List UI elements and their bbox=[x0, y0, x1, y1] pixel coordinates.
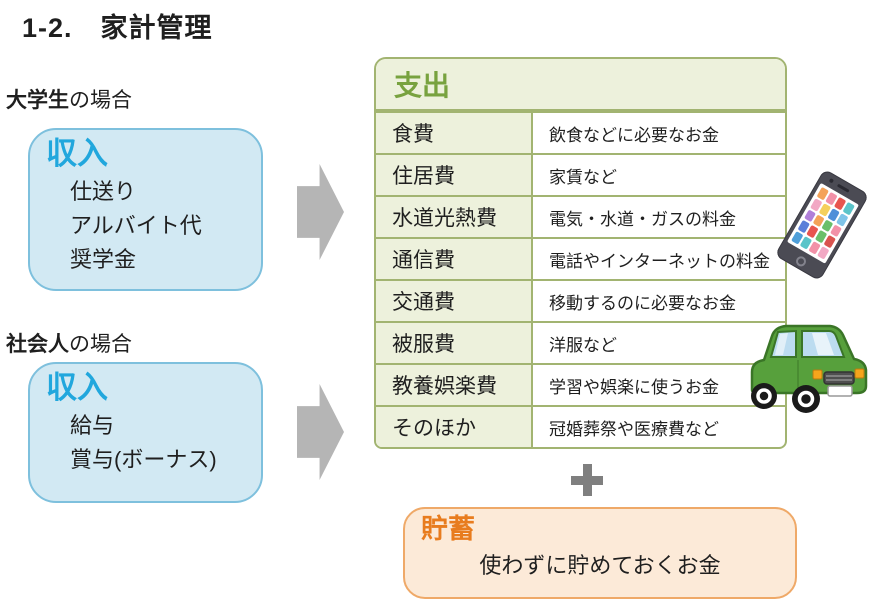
expense-category: 交通費 bbox=[376, 281, 533, 321]
phone-app-grid bbox=[786, 182, 860, 264]
table-row: 被服費 洋服など bbox=[376, 321, 785, 363]
table-row: 教養娯楽費 学習や娯楽に使うお金 bbox=[376, 363, 785, 405]
case-label-student-rest: の場合 bbox=[69, 89, 132, 112]
case-label-student-bold: 大学生 bbox=[6, 89, 69, 112]
expense-description: 家賃など bbox=[549, 167, 617, 187]
smartphone-icon bbox=[774, 168, 870, 282]
expense-description: 冠婚葬祭や医療費など bbox=[549, 419, 719, 439]
income-item: アルバイト代 bbox=[70, 212, 202, 238]
expense-table: 支出 食費 飲食などに必要なお金 住居費 家賃など 水道光熱費 電気・水道・ガス… bbox=[374, 57, 787, 449]
expense-category: 教養娯楽費 bbox=[376, 365, 533, 405]
case-label-worker-rest: の場合 bbox=[69, 333, 132, 356]
expense-category: 水道光熱費 bbox=[376, 197, 533, 237]
expense-description: 電話やインターネットの料金 bbox=[549, 251, 770, 271]
plus-icon bbox=[571, 464, 603, 496]
expense-description: 移動するのに必要なお金 bbox=[549, 293, 736, 313]
table-row: 水道光熱費 電気・水道・ガスの料金 bbox=[376, 195, 785, 237]
expense-category: 住居費 bbox=[376, 155, 533, 195]
table-row: 交通費 移動するのに必要なお金 bbox=[376, 279, 785, 321]
phone-home-button bbox=[794, 254, 808, 269]
expense-description: 電気・水道・ガスの料金 bbox=[549, 209, 736, 229]
car-icon bbox=[750, 324, 868, 413]
right-arrow-icon bbox=[297, 384, 344, 480]
income-item: 仕送り bbox=[70, 178, 137, 204]
case-label-worker: 社会人の場合 bbox=[6, 328, 132, 358]
expense-category: 通信費 bbox=[376, 239, 533, 279]
table-row: 通信費 電話やインターネットの料金 bbox=[376, 237, 785, 279]
table-row: そのほか 冠婚葬祭や医療費など bbox=[376, 405, 785, 447]
income-box-student: 収入 仕送り アルバイト代 奨学金 bbox=[28, 128, 263, 291]
page-title: 1-2. 家計管理 bbox=[22, 13, 213, 43]
table-row: 食費 飲食などに必要なお金 bbox=[376, 111, 785, 153]
savings-box-title: 貯蓄 bbox=[421, 514, 475, 544]
income-item: 奨学金 bbox=[70, 246, 137, 272]
right-arrow-icon bbox=[297, 164, 344, 260]
savings-box-description: 使わずに貯めておくお金 bbox=[479, 553, 721, 579]
income-box-student-items: 仕送り アルバイト代 奨学金 bbox=[30, 175, 261, 277]
expense-description: 飲食などに必要なお金 bbox=[549, 125, 719, 145]
phone-speaker bbox=[836, 183, 850, 193]
phone-camera-dot bbox=[828, 178, 835, 184]
expense-table-header: 支出 bbox=[376, 59, 785, 111]
income-item: 給与 bbox=[70, 412, 115, 438]
income-box-worker: 収入 給与 賞与(ボーナス) bbox=[28, 362, 263, 503]
case-label-student: 大学生の場合 bbox=[6, 84, 132, 114]
expense-category: そのほか bbox=[376, 407, 533, 447]
income-box-worker-title: 収入 bbox=[46, 370, 108, 405]
expense-description: 学習や娯楽に使うお金 bbox=[549, 377, 719, 397]
income-item: 賞与(ボーナス) bbox=[70, 446, 217, 472]
income-box-worker-items: 給与 賞与(ボーナス) bbox=[30, 409, 261, 477]
table-row: 住居費 家賃など bbox=[376, 153, 785, 195]
savings-box: 貯蓄 使わずに貯めておくお金 bbox=[403, 507, 797, 599]
expense-description: 洋服など bbox=[549, 335, 617, 355]
expense-category: 被服費 bbox=[376, 323, 533, 363]
case-label-worker-bold: 社会人 bbox=[6, 333, 69, 356]
expense-category: 食費 bbox=[376, 113, 533, 153]
income-box-student-title: 収入 bbox=[46, 136, 108, 171]
